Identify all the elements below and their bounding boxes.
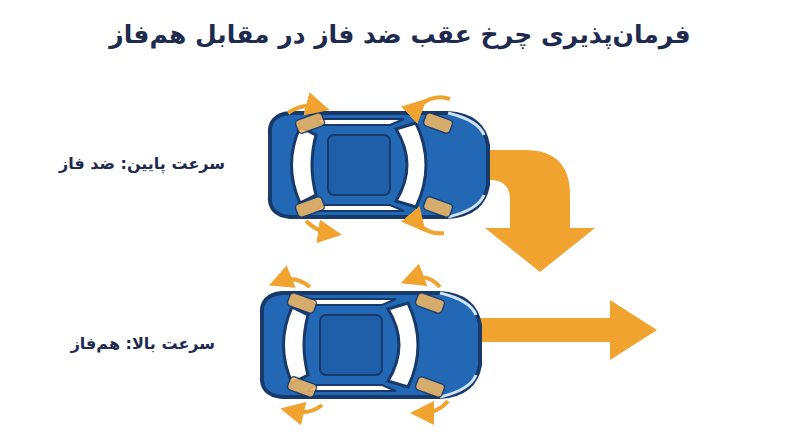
car-in-phase xyxy=(262,277,480,413)
straight-arrow xyxy=(470,300,657,360)
speed-label: سرعت پایین: ضد فاز xyxy=(59,154,225,173)
speed-label: سرعت بالا: هم‌فاز xyxy=(71,334,215,353)
car-counter-phase xyxy=(270,97,488,233)
diagram-title: فرمان‌پذیری چرخ عقب ضد فاز در مقابل هم‌ف… xyxy=(0,20,800,49)
turn-arrow xyxy=(482,150,595,272)
